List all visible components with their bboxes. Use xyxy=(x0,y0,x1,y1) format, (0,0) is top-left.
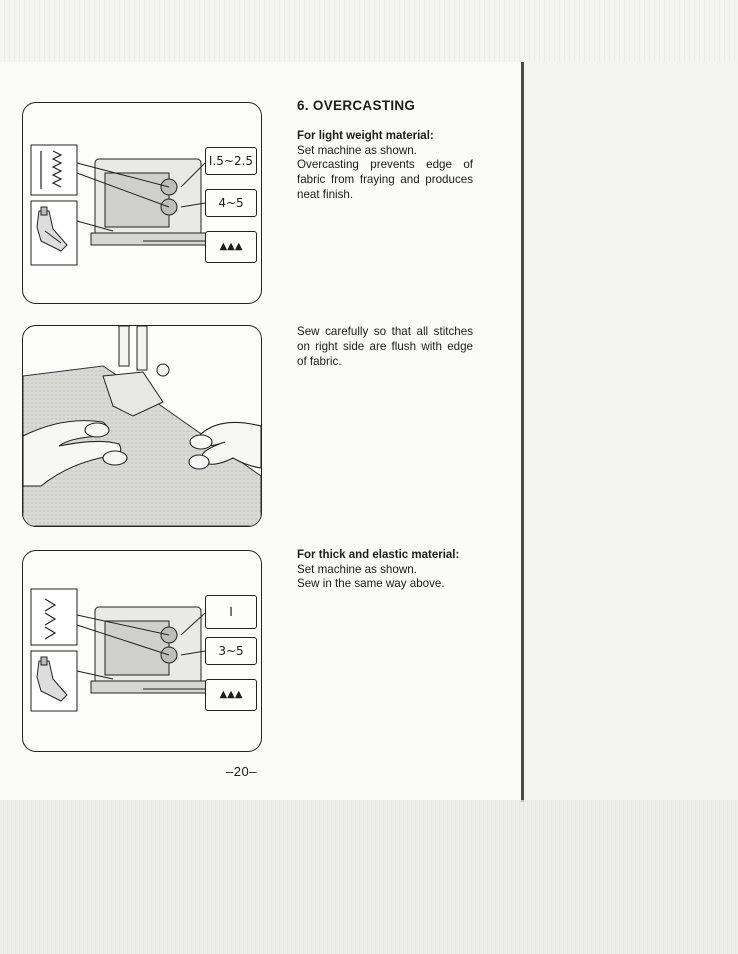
page-number: –20– xyxy=(226,764,257,779)
scan-noise-bottom xyxy=(0,800,738,954)
overcast-foot-icon xyxy=(36,656,68,702)
section-title: 6. OVERCASTING xyxy=(297,98,416,113)
stitch-length-setting: 4~5 xyxy=(205,189,257,217)
sewing-machine-icon xyxy=(30,144,210,266)
stitch-width-setting: I.5~2.5 xyxy=(205,147,257,175)
light-material-text-1: Set machine as shown. xyxy=(297,144,417,157)
sew-carefully-note: Sew carefully so that all stitches on ri… xyxy=(297,325,473,368)
stitch-width-setting: I xyxy=(205,595,257,629)
stitch-length-setting: 3~5 xyxy=(205,637,257,665)
sewing-illustration xyxy=(22,325,262,527)
light-material-text-2: Overcasting prevents edge of fabric from… xyxy=(297,158,473,201)
elastic-stitch-icon xyxy=(44,598,57,612)
settings-diagram-thick: I 3~5 ▲▲▲ xyxy=(22,550,262,752)
overcast-foot-icon xyxy=(36,206,68,252)
feed-dog-setting: ▲▲▲ xyxy=(205,231,257,263)
zigzag-stitch-icon xyxy=(51,150,63,188)
sewing-hands-illustration xyxy=(23,326,261,526)
thick-material-text-1: Set machine as shown. xyxy=(297,563,417,576)
settings-diagram-light: I.5~2.5 4~5 ▲▲▲ xyxy=(22,102,262,304)
sewing-machine-icon xyxy=(30,588,210,712)
thick-material-heading: For thick and elastic material: xyxy=(297,549,460,561)
thick-material-text-2: Sew in the same way above. xyxy=(297,577,445,590)
feed-dog-setting: ▲▲▲ xyxy=(205,679,257,711)
scan-noise-top xyxy=(0,0,738,62)
light-material-heading: For light weight material: xyxy=(297,130,434,142)
page-edge-shadow xyxy=(521,62,524,802)
